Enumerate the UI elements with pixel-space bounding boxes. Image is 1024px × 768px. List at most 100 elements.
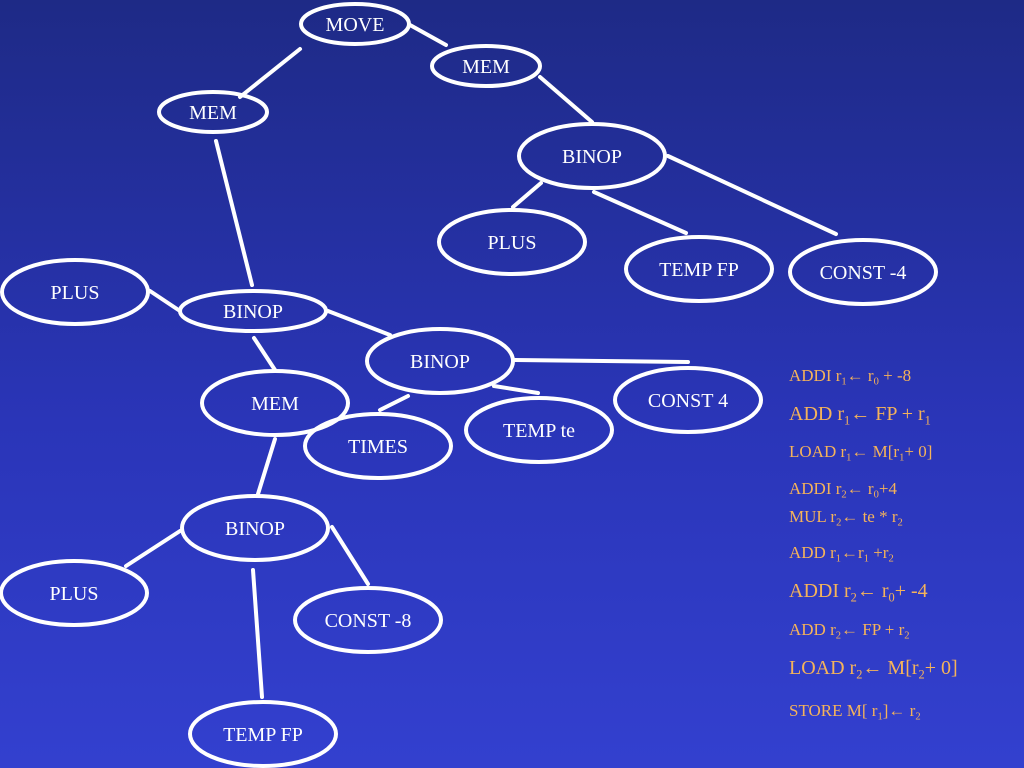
tree-edge xyxy=(538,75,594,124)
node-ellipse xyxy=(0,559,149,627)
tree-node-plus-b: PLUS xyxy=(0,559,149,627)
tree-edge xyxy=(124,529,182,568)
register-subscript: 2 xyxy=(835,630,842,642)
node-label: BINOP xyxy=(562,146,622,168)
tree-node-binop-m: BINOP xyxy=(365,327,515,395)
node-ellipse xyxy=(180,494,330,562)
instruction-text: ADD r xyxy=(789,620,836,639)
instruction-text: +4 xyxy=(878,479,897,498)
node-ellipse xyxy=(430,44,542,88)
node-label: BINOP xyxy=(223,301,283,323)
register-subscript: 0 xyxy=(873,489,879,501)
tree-edge xyxy=(251,568,264,699)
instruction-line: LOAD r1← M[r1+ 0] xyxy=(789,442,933,463)
tree-node-temp-fp-b: TEMP FP xyxy=(188,700,338,768)
tree-edge xyxy=(238,47,302,99)
node-ellipse xyxy=(788,238,938,306)
instruction-text: ADDI r xyxy=(789,479,842,498)
tree-node-mem-m: MEM xyxy=(200,369,350,437)
tree-node-binop-b: BINOP xyxy=(180,494,330,562)
node-label: MEM xyxy=(251,393,299,415)
instruction-text: LOAD r xyxy=(789,442,847,461)
node-ellipse xyxy=(613,366,763,434)
register-subscript: 1 xyxy=(835,553,842,565)
node-label: TIMES xyxy=(348,436,408,458)
node-ellipse xyxy=(0,258,150,326)
node-ellipse xyxy=(157,90,269,134)
node-label: BINOP xyxy=(225,518,285,540)
instruction-text: + -8 xyxy=(878,366,912,385)
node-label: BINOP xyxy=(410,351,470,373)
register-subscript: 2 xyxy=(856,667,863,682)
tree-edges xyxy=(124,23,838,699)
node-label: PLUS xyxy=(50,583,99,605)
instruction-text: ]← r xyxy=(882,701,916,720)
instruction-line: ADDI r1← r0 + -8 xyxy=(789,366,912,387)
node-ellipse xyxy=(624,235,774,303)
node-label: MOVE xyxy=(326,14,385,36)
tree-node-const-4: CONST 4 xyxy=(613,366,763,434)
node-label: PLUS xyxy=(51,282,100,304)
node-label: CONST 4 xyxy=(648,390,728,412)
tree-edge xyxy=(252,336,277,372)
tree-node-const-m4: CONST -4 xyxy=(788,238,938,306)
instruction-text: + 0] xyxy=(904,442,933,461)
instruction-line: ADD r2← FP + r2 xyxy=(789,620,910,641)
node-ellipse xyxy=(303,412,453,480)
tree-edge xyxy=(256,437,277,496)
register-subscript: 2 xyxy=(904,630,910,642)
instruction-line: ADDI r2← r0+4 xyxy=(789,479,897,500)
node-label: PLUS xyxy=(488,232,537,254)
instruction-text: ← FP + r xyxy=(850,403,925,425)
tree-node-mem-l: MEM xyxy=(157,90,269,134)
register-subscript: 1 xyxy=(846,452,852,464)
instruction-text: ADDI r xyxy=(789,580,851,602)
node-ellipse xyxy=(464,396,614,464)
node-ellipse xyxy=(365,327,515,395)
register-subscript: 2 xyxy=(897,517,903,529)
tree-node-mem-r: MEM xyxy=(430,44,542,88)
register-subscript: 1 xyxy=(899,452,905,464)
tree-node-binop-r: BINOP xyxy=(517,122,667,190)
instruction-line: ADD r1←r1 +r2 xyxy=(789,543,894,564)
register-subscript: 2 xyxy=(915,711,921,723)
instruction-text: LOAD r xyxy=(789,657,857,679)
node-ellipse xyxy=(200,369,350,437)
tree-edge xyxy=(592,190,688,235)
tree-node-times: TIMES xyxy=(303,412,453,480)
instruction-text: ← r xyxy=(846,479,874,498)
tree-node-temp-fp-r: TEMP FP xyxy=(624,235,774,303)
register-subscript: 2 xyxy=(841,489,847,501)
instruction-text: ← M[r xyxy=(851,442,900,461)
tree-edge xyxy=(326,309,392,337)
register-subscript: 1 xyxy=(841,376,847,388)
instruction-text: +r xyxy=(868,543,889,562)
instruction-line: ADD r1← FP + r1 xyxy=(789,403,931,428)
instruction-line: MUL r2← te * r2 xyxy=(789,508,903,528)
node-label: TEMP te xyxy=(503,420,575,442)
tree-edge xyxy=(511,181,543,209)
instruction-text: ← r xyxy=(846,366,874,385)
tree-node-temp-te: TEMP te xyxy=(464,396,614,464)
register-subscript: 0 xyxy=(888,590,895,605)
tree-nodes: MOVE MEM MEM BINOP PLUS TEMP FP CONST -4 PLUS BI… xyxy=(0,2,938,768)
tree-edge xyxy=(492,384,540,395)
instruction-text: ADD r xyxy=(789,543,836,562)
node-label: CONST -4 xyxy=(820,262,907,284)
register-subscript: 1 xyxy=(844,413,851,428)
register-subscript: 1 xyxy=(924,413,931,428)
node-label: MEM xyxy=(189,102,237,124)
instruction-text: ← r xyxy=(856,580,889,602)
instruction-text: ← M[r xyxy=(862,657,919,679)
tree-edge xyxy=(513,358,690,364)
tree-edge xyxy=(378,394,410,412)
instruction-text: STORE M[ r xyxy=(789,701,878,720)
tree-node-plus-l: PLUS xyxy=(0,258,150,326)
register-subscript: 1 xyxy=(877,711,883,723)
node-label: TEMP FP xyxy=(659,259,739,281)
instruction-line: STORE M[ r1]← r2 xyxy=(789,701,921,722)
node-ellipse xyxy=(437,208,587,276)
tree-node-const-m8: CONST -8 xyxy=(293,586,443,654)
node-ellipse xyxy=(188,700,338,768)
